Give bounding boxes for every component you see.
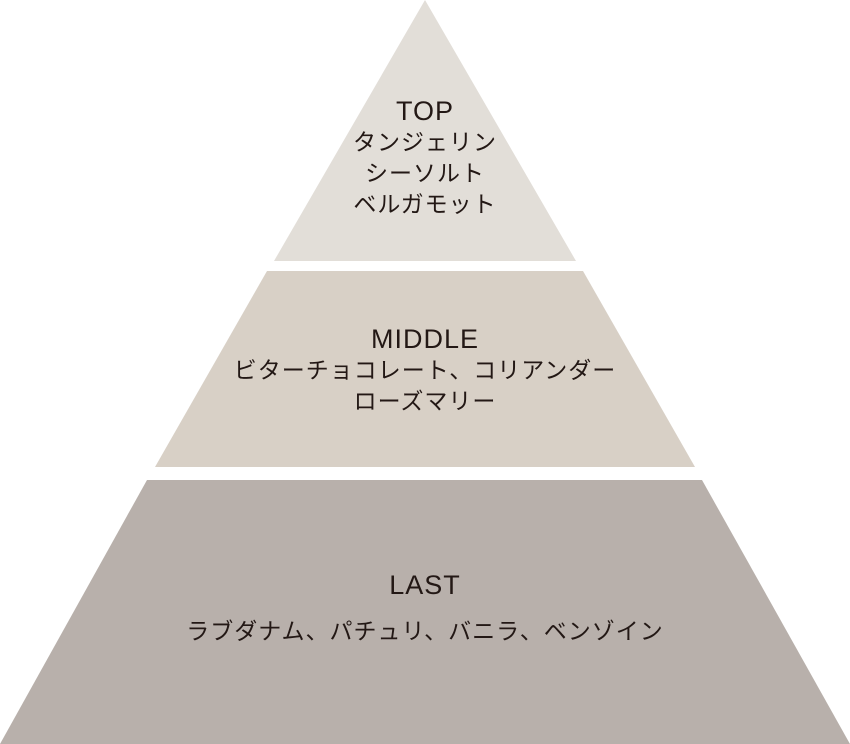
tier-last-shape xyxy=(0,480,850,744)
tier-last-label: LAST ラブダナム、パチュリ、バニラ、ベンゾイン xyxy=(0,568,850,648)
tier-top-note: タンジェリン xyxy=(353,130,497,156)
tier-last-title: LAST xyxy=(389,570,461,600)
tier-middle-label: MIDDLE ビターチョコレート、コリアンダー ローズマリー xyxy=(0,322,850,418)
tier-middle-note: ローズマリー xyxy=(353,389,497,415)
tier-top-note: ベルガモット xyxy=(353,192,497,218)
tier-middle-note: ビターチョコレート、コリアンダー xyxy=(233,358,617,384)
tier-top-shape xyxy=(274,0,576,261)
tier-top-title: TOP xyxy=(395,96,454,126)
tier-top-label: TOP タンジェリン シーソルト ベルガモット xyxy=(0,94,850,221)
tier-top-note: シーソルト xyxy=(365,161,485,187)
tier-middle-shape xyxy=(155,271,695,467)
tier-last-note: ラブダナム、パチュリ、バニラ、ベンゾイン xyxy=(186,619,664,645)
tier-middle-title: MIDDLE xyxy=(370,324,479,354)
